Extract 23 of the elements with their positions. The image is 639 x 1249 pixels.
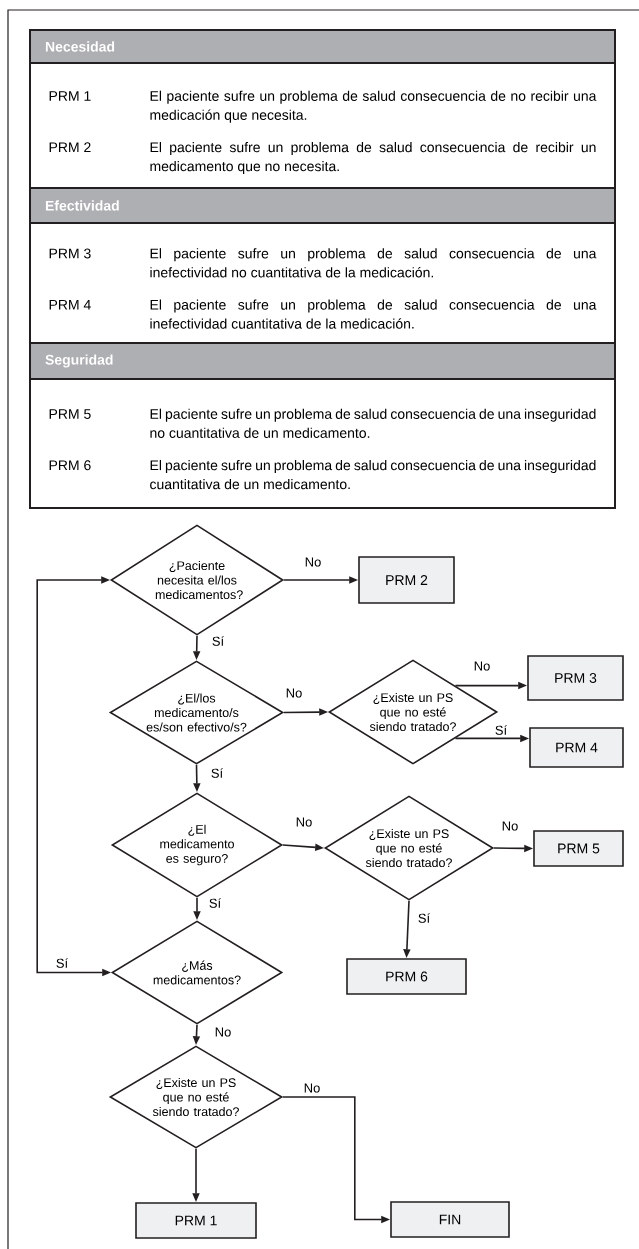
edge-label: Sí — [207, 897, 223, 909]
edge-label: Sí — [416, 912, 432, 924]
result-box: FIN — [390, 1201, 510, 1238]
section-header: Seguridad — [29, 342, 616, 380]
result-box: PRM 2 — [358, 556, 455, 604]
edge-label: Sí — [54, 957, 70, 969]
result-box: PRM 4 — [529, 727, 624, 768]
edge-label: Sí — [210, 635, 226, 647]
edge-label: No — [472, 660, 492, 672]
result-box: PRM 1 — [135, 1202, 257, 1239]
section-header: Necesidad — [29, 29, 616, 64]
section-header: Efectividad — [29, 187, 616, 224]
edge-label: Sí — [209, 767, 225, 779]
edge-label: No — [500, 820, 520, 832]
result-box: PRM 5 — [533, 830, 624, 867]
table-section: PRM 5 El paciente sufre un problema de salud consecuencia de una inseguridad no cuantitativa de un medicamento. PRM 6 El paciente sufre un problema de salud consecuencia de una inseguridad cuantitativa de un medicamento. — [29, 378, 616, 509]
result-box: PRM 3 — [527, 655, 624, 701]
edge-label: No — [294, 816, 314, 828]
result-box: PRM 6 — [346, 958, 467, 995]
edge-label: No — [213, 1026, 233, 1038]
edge-label: No — [284, 687, 304, 699]
edge-label: No — [303, 556, 323, 568]
edge-label: No — [302, 1082, 322, 1094]
